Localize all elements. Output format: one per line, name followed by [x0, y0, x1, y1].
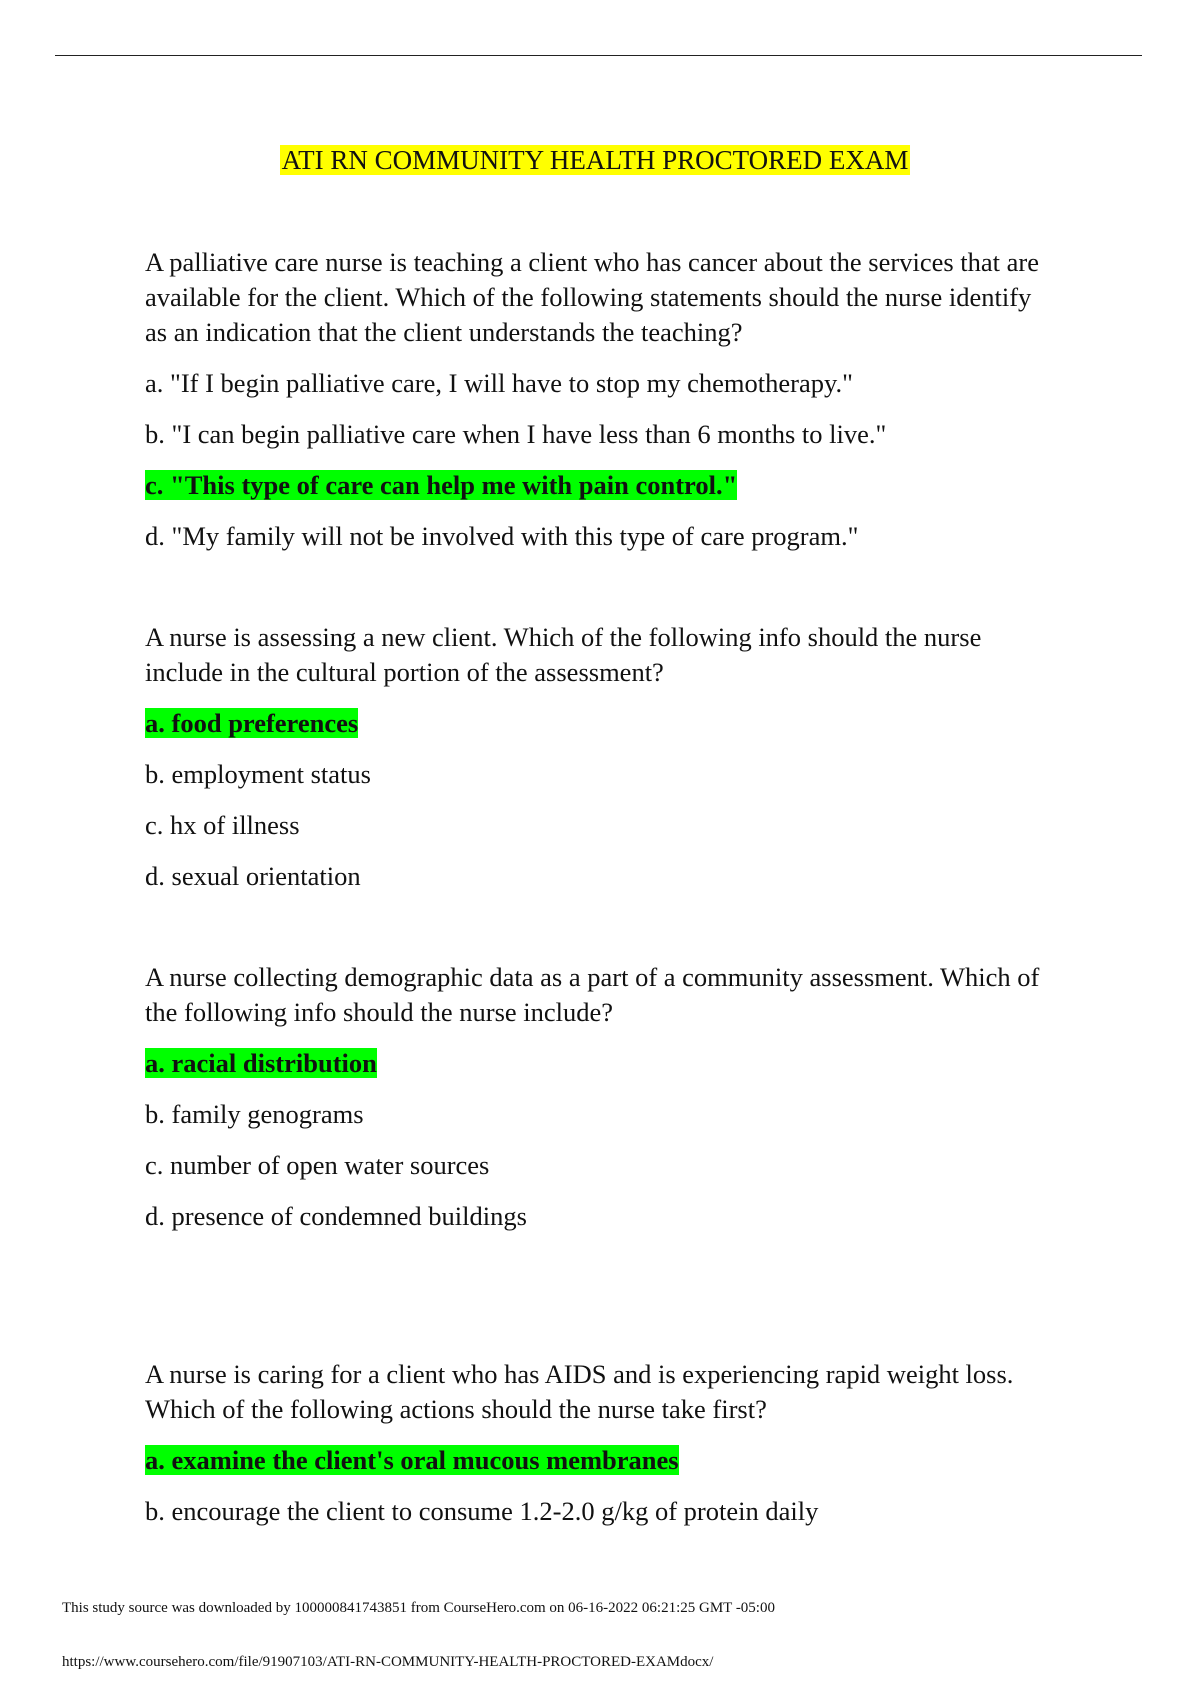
correct-answer-option-c: c. "This type of care can help me with p…: [145, 470, 738, 500]
question-3: A nurse collecting demographic data as a…: [145, 960, 1045, 1234]
answer-option-d: d. "My family will not be involved with …: [145, 521, 859, 551]
spacer: [145, 570, 1045, 620]
spacer: [145, 1250, 1045, 1357]
question-stem: A nurse collecting demographic data as a…: [145, 962, 1040, 1027]
correct-answer-option-a: a. food preferences: [145, 708, 359, 738]
question-1: A palliative care nurse is teaching a cl…: [145, 245, 1045, 554]
exam-content: A palliative care nurse is teaching a cl…: [145, 245, 1045, 1545]
document-title: ATI RN COMMUNITY HEALTH PROCTORED EXAM: [279, 145, 911, 175]
answer-option-b: b. employment status: [145, 759, 371, 789]
spacer: [145, 910, 1045, 960]
answer-option-b: b. encourage the client to consume 1.2-2…: [145, 1496, 819, 1526]
answer-option-a: a. "If I begin palliative care, I will h…: [145, 368, 853, 398]
answer-option-b: b. family genograms: [145, 1099, 364, 1129]
question-stem: A nurse is assessing a new client. Which…: [145, 622, 982, 687]
answer-option-c: c. number of open water sources: [145, 1150, 490, 1180]
question-stem: A palliative care nurse is teaching a cl…: [145, 247, 1039, 347]
question-2: A nurse is assessing a new client. Which…: [145, 620, 1045, 894]
source-url-link[interactable]: https://www.coursehero.com/file/91907103…: [62, 1654, 714, 1670]
correct-answer-option-a: a. examine the client's oral mucous memb…: [145, 1445, 679, 1475]
answer-option-d: d. presence of condemned buildings: [145, 1201, 527, 1231]
answer-option-c: c. hx of illness: [145, 810, 300, 840]
answer-option-d: d. sexual orientation: [145, 861, 361, 891]
answer-option-b: b. "I can begin palliative care when I h…: [145, 419, 887, 449]
correct-answer-option-a: a. racial distribution: [145, 1048, 377, 1078]
question-stem: A nurse is caring for a client who has A…: [145, 1359, 1014, 1424]
title-container: ATI RN COMMUNITY HEALTH PROCTORED EXAM: [0, 143, 1190, 177]
question-4: A nurse is caring for a client who has A…: [145, 1357, 1045, 1529]
download-source-note: This study source was downloaded by 1000…: [62, 1600, 775, 1616]
top-horizontal-rule: [55, 55, 1142, 56]
